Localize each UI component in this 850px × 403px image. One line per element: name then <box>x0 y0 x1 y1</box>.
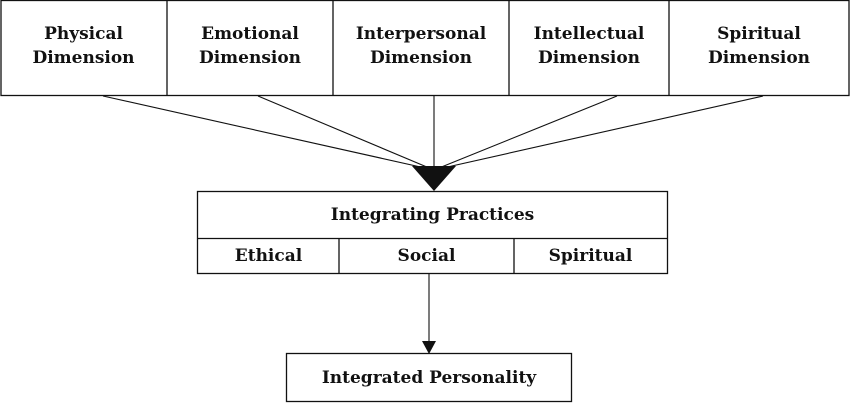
dimension-intellectual: Intellectual Dimension <box>509 0 669 96</box>
connector-physical <box>102 95 435 171</box>
dimension-interpersonal: Interpersonal Dimension <box>333 0 509 96</box>
connector-emotional <box>257 95 435 171</box>
dimension-label: Spiritual Dimension <box>707 24 811 68</box>
practice-ethical: Ethical <box>198 239 339 273</box>
dimension-label: Emotional Dimension <box>198 24 302 68</box>
dimension-physical: Physical Dimension <box>0 0 167 96</box>
practice-spiritual: Spiritual <box>514 239 667 273</box>
practice-social: Social <box>339 239 514 273</box>
integrating-title-text: Integrating Practices <box>330 205 535 225</box>
dimension-label: Intellectual Dimension <box>533 24 645 68</box>
integrated-personality-label: Integrated Personality <box>321 367 537 388</box>
integrating-practices-box <box>196 190 669 275</box>
converge-arrowhead <box>412 166 456 191</box>
integrated-personality-box <box>285 352 573 403</box>
practice-label: Ethical <box>234 246 303 266</box>
practice-label: Social <box>397 246 456 266</box>
dimension-emotional: Emotional Dimension <box>167 0 333 96</box>
dimension-label: Interpersonal Dimension <box>355 24 487 68</box>
integrated-personality: Integrated Personality <box>287 354 571 401</box>
dimension-spiritual: Spiritual Dimension <box>669 0 849 96</box>
dimension-label: Physical Dimension <box>32 24 135 68</box>
dimensions-row-box <box>0 0 850 97</box>
practice-label: Spiritual <box>548 246 633 266</box>
connector-spiritual <box>433 95 764 171</box>
integrating-practices-title: Integrating Practices <box>198 192 667 238</box>
down-arrowhead <box>422 341 436 354</box>
connector-intellectual <box>433 95 618 171</box>
